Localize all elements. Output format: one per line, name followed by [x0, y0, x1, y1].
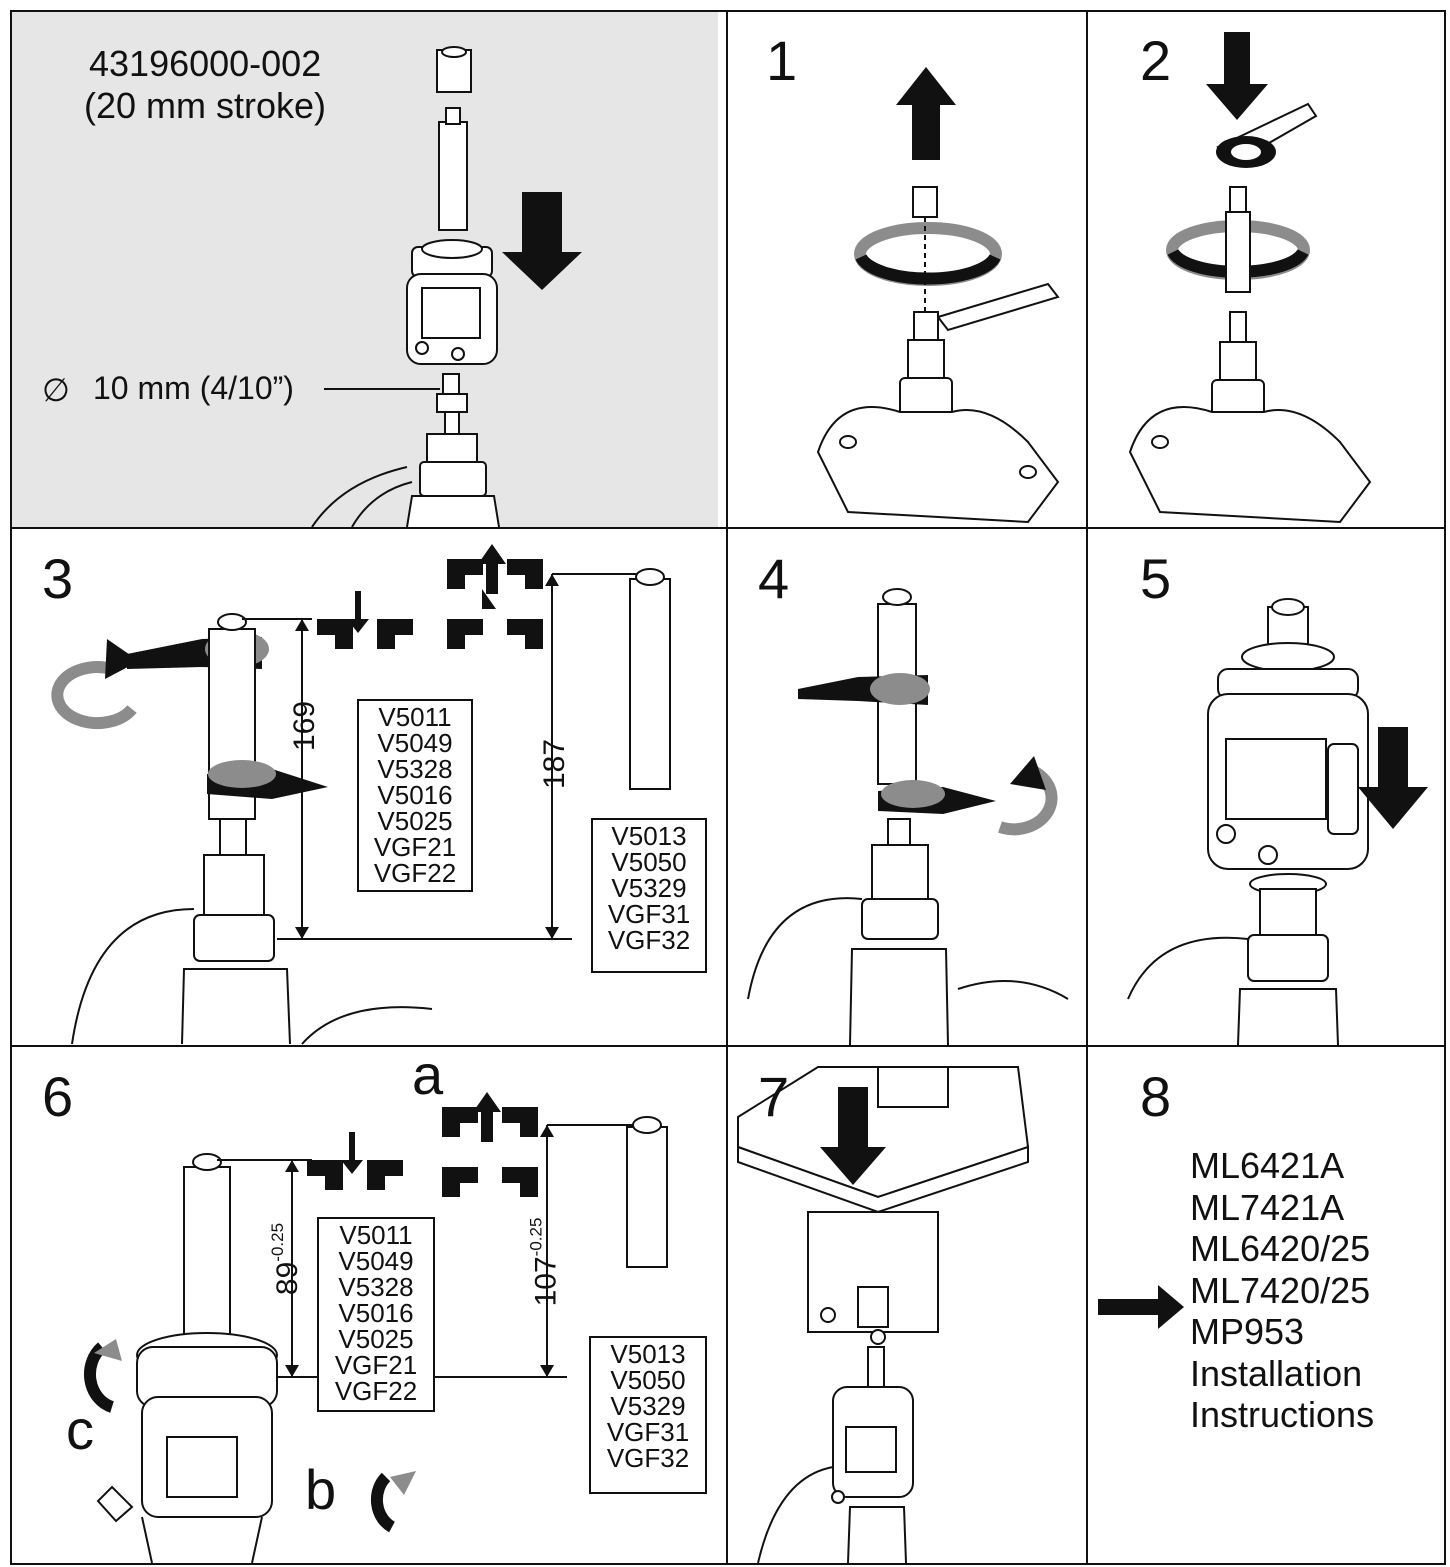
valve-list-89: V5011 V5049 V5328 V5016 V5025 VGF21 VGF2…	[317, 1217, 435, 1412]
step-5-illustration	[1127, 598, 1428, 1045]
dimension-107: 107-0.25	[526, 1217, 563, 1307]
valve-model: V5050	[610, 1365, 686, 1395]
valve-model: V5329	[611, 873, 687, 903]
dimension-89-value: 89	[271, 1261, 305, 1296]
label-a: a	[412, 1047, 444, 1106]
grid-border-top	[10, 10, 1446, 12]
panel-step-8: 8 ML6421A ML7421A ML6420/25 ML7420/25 MP…	[1088, 1047, 1444, 1563]
dimension-89: 89-0.25	[268, 1222, 305, 1296]
document-item: MP953	[1190, 1311, 1305, 1352]
grid-row-divider-1	[10, 527, 1446, 529]
dimension-169: 169	[288, 700, 322, 752]
diameter-symbol: ∅	[42, 372, 70, 408]
step-number-7: 7	[758, 1065, 790, 1128]
dimension-187: 187	[538, 738, 572, 790]
dimension-107-value: 107	[529, 1256, 563, 1307]
valve-list-187: V5013 V5050 V5329 VGF31 VGF32	[591, 818, 707, 973]
valve-model: VGF21	[334, 1350, 418, 1380]
valve-model: VGF32	[607, 925, 691, 955]
valve-list-169: V5011 V5049 V5328 V5016 V5025 VGF21 VGF2…	[357, 699, 473, 892]
valve-model: V5025	[377, 806, 453, 836]
rotate-icon	[84, 1342, 115, 1413]
valve-model: VGF22	[334, 1376, 418, 1406]
panel-step-4: 4	[728, 529, 1086, 1045]
valve-model: V5016	[338, 1298, 414, 1328]
stem-diameter-label: 10 mm (4/10”)	[93, 370, 294, 406]
stroke-label: (20 mm stroke)	[84, 85, 327, 126]
valve-model: VGF21	[373, 832, 457, 862]
valve-model: V5016	[377, 780, 453, 810]
panel-step-6: 6 a b c 89-0.25 107-0.25 V5011 V5049 V53…	[12, 1047, 726, 1563]
part-number: 43196000-002	[89, 43, 322, 84]
grid-border-left	[10, 10, 12, 1565]
step-number-3: 3	[42, 547, 74, 610]
valve-model: V5329	[610, 1391, 686, 1421]
step-number-2: 2	[1140, 29, 1172, 92]
step-number-4: 4	[758, 547, 790, 610]
step-1-illustration	[816, 67, 1060, 524]
arrow-up-icon	[896, 67, 956, 160]
step-4-illustration	[747, 588, 1069, 1045]
document-item: ML6421A	[1190, 1145, 1345, 1186]
related-documents-list: ML6421A ML7421A ML6420/25 ML7420/25 MP95…	[1190, 1145, 1374, 1436]
valve-model: VGF31	[607, 899, 691, 929]
label-c: c	[66, 1398, 94, 1461]
valve-model: VGF32	[606, 1443, 690, 1473]
step-8-illustration	[1098, 1285, 1184, 1329]
panel-step-5: 5	[1088, 529, 1444, 1045]
step-number-5: 5	[1140, 547, 1172, 610]
arrow-down-icon	[1206, 32, 1268, 120]
valve-icon	[816, 406, 1060, 524]
document-item: ML6420/25	[1190, 1228, 1371, 1269]
step-2-illustration	[1128, 32, 1372, 524]
valve-model: V5049	[377, 728, 453, 758]
valve-model: V5013	[610, 1339, 686, 1369]
valve-model: V5050	[611, 847, 687, 877]
step-3-illustration	[51, 544, 671, 1045]
panel-step-1: 1	[728, 12, 1086, 527]
grid-col-divider-2	[1086, 10, 1088, 1565]
grid-border-right	[1444, 10, 1446, 1565]
wrench-icon	[936, 282, 1060, 332]
panel-part-info-background	[12, 12, 718, 527]
valve-model: V5328	[377, 754, 453, 784]
rotate-icon	[51, 661, 137, 730]
valve-model: V5025	[338, 1324, 414, 1354]
step-7-illustration	[737, 1066, 1030, 1563]
step-number-6: 6	[42, 1065, 74, 1128]
valve-model: VGF31	[606, 1417, 690, 1447]
valve-model: VGF22	[373, 858, 457, 888]
panel-step-7: 7	[728, 1047, 1086, 1563]
valve-model: V5328	[338, 1272, 414, 1302]
document-item: ML7420/25	[1190, 1269, 1371, 1311]
step-number-1: 1	[766, 29, 798, 92]
document-item: Instructions	[1190, 1394, 1375, 1435]
label-b: b	[305, 1458, 337, 1521]
step-number-8: 8	[1140, 1065, 1172, 1128]
grid-row-divider-2	[10, 1045, 1446, 1047]
valve-model: V5011	[339, 1220, 413, 1250]
document-item: ML7421A	[1190, 1186, 1345, 1228]
document-item: Installation	[1190, 1352, 1363, 1394]
grid-col-divider-1	[726, 10, 728, 1565]
panel-step-3: 3 169 187 V5011 V5049 V5328 V5016 V5025 …	[12, 529, 726, 1045]
grid-border-bottom	[10, 1563, 1446, 1565]
valve-model: V5011	[378, 702, 452, 732]
panel-step-2: 2	[1088, 12, 1444, 527]
valve-list-107: V5013 V5050 V5329 VGF31 VGF32	[589, 1336, 707, 1494]
dimension-89-tolerance: -0.25	[268, 1222, 288, 1262]
rotate-icon	[998, 763, 1058, 836]
arrow-down-icon	[1358, 727, 1428, 829]
panel-part-info: 43196000-002 (20 mm stroke) ∅ 10 mm (4/1…	[12, 12, 726, 527]
step-6-illustration	[84, 1092, 668, 1563]
arrow-right-icon	[1098, 1285, 1184, 1329]
valve-model: V5049	[338, 1246, 414, 1276]
dimension-107-tolerance: -0.25	[526, 1217, 546, 1257]
linkage-exploded-illustration	[311, 46, 582, 527]
arrow-down-icon	[820, 1087, 886, 1185]
valve-model: V5013	[611, 821, 687, 851]
